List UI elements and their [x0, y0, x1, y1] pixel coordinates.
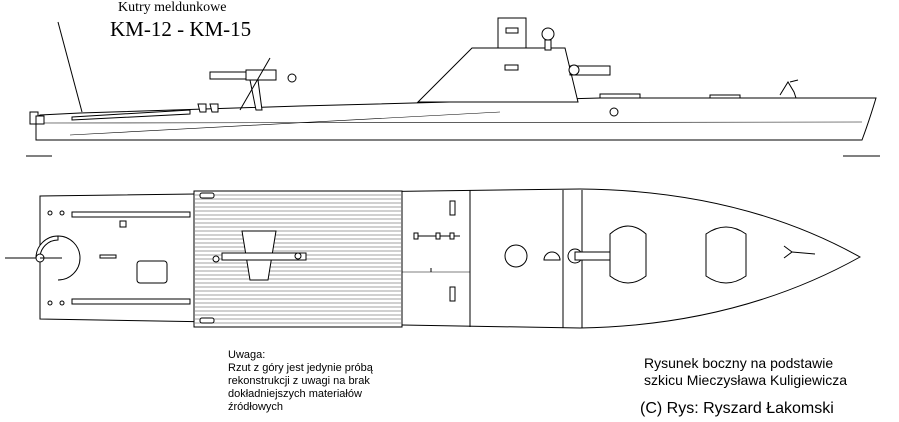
top-fore-hatch — [705, 226, 747, 284]
top-rail-cleat-2 — [435, 232, 441, 240]
side-wheelhouse-window — [504, 64, 519, 71]
side-mg-aft-drum — [287, 73, 297, 83]
top-mg-mount — [212, 255, 220, 263]
top-bollard-1 — [47, 210, 53, 216]
note-line-3: dokładniejszych materiałów — [228, 388, 362, 400]
note-line-2: rekonstrukcji z uwagi na brak — [228, 375, 370, 387]
side-mg-aft-strut — [239, 57, 271, 111]
top-aft-cover-bottom — [71, 298, 191, 305]
side-bitt-2 — [209, 103, 219, 113]
top-mg-barrel — [221, 252, 307, 261]
source-line-2: szkicu Mieczysława Kuligiewicza — [644, 372, 848, 388]
side-cupola-slot — [505, 27, 519, 34]
side-anchor-davit — [779, 81, 797, 99]
top-bollard-2 — [59, 210, 65, 216]
side-hull — [35, 97, 877, 141]
top-small-box — [119, 220, 127, 228]
side-searchlight — [541, 27, 555, 41]
top-bitt-2 — [199, 317, 215, 324]
top-bollard-4 — [59, 300, 65, 306]
side-anchor-davit-tip — [789, 79, 799, 83]
top-bitt-1 — [199, 192, 215, 199]
top-searchlight — [543, 251, 561, 261]
credit: (C) Rys: Ryszard Łakomski — [640, 400, 834, 417]
top-rail-cleat-1 — [413, 232, 419, 240]
side-searchlight-post — [544, 39, 552, 51]
side-mg-aft-mount — [249, 79, 263, 111]
side-cupola — [497, 17, 527, 49]
top-fwd-hatch — [609, 225, 647, 284]
top-vent-1 — [449, 200, 456, 216]
side-fwd-hatch-2 — [709, 94, 741, 99]
top-turret-base — [504, 244, 528, 268]
side-mg-aft-body — [245, 69, 277, 81]
top-bollard-3 — [47, 300, 53, 306]
side-antenna — [57, 21, 83, 113]
note-line-1: Rzut z góry jest jedynie próbą — [228, 362, 373, 374]
title-main: KM-12 - KM-15 — [110, 17, 252, 41]
top-stern-arc-2 — [57, 235, 81, 281]
top-vent-2 — [449, 286, 456, 302]
side-mg-aft-barrel — [209, 71, 247, 80]
title-subtitle: Kutry meldunkowe — [118, 0, 227, 15]
side-bitt-1 — [197, 103, 207, 113]
note-heading: Uwaga: — [228, 349, 266, 361]
side-sheer-line — [69, 111, 501, 136]
source-block: Rysunek boczny na podstawie szkicu Miecz… — [644, 355, 847, 389]
top-anchor-line — [791, 251, 816, 255]
note-line-4: źródłowych — [228, 401, 284, 413]
note-block: Uwaga: Rzut z góry jest jedynie próbą re… — [228, 349, 373, 414]
side-stern-fitting — [35, 115, 45, 125]
top-rail-cleat-3 — [449, 232, 455, 240]
side-aft-cover — [71, 109, 191, 121]
side-view — [26, 17, 880, 157]
side-fwd-hatch — [599, 93, 641, 99]
top-view — [5, 188, 862, 329]
side-deck-line — [39, 121, 863, 124]
top-aft-hatch — [136, 260, 168, 284]
source-line-1: Rysunek boczny na podstawie — [644, 355, 834, 371]
top-stern-hatch — [99, 254, 117, 259]
side-wheelhouse — [416, 47, 579, 103]
side-fwd-gun-breech — [568, 64, 580, 76]
side-porthole — [609, 107, 619, 117]
top-mg-drum — [294, 252, 302, 260]
top-aft-cover-top — [71, 211, 191, 218]
